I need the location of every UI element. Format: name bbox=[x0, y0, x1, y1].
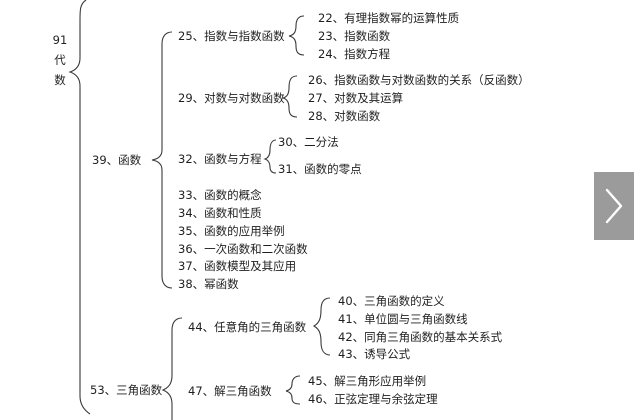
node-function-properties: 34、函数和性质 bbox=[178, 206, 262, 220]
node-function-zeros: 31、函数的零点 bbox=[278, 162, 362, 176]
node-trig-identities: 42、同角三角函数的基本关系式 bbox=[338, 330, 503, 344]
node-bisection: 30、二分法 bbox=[278, 135, 339, 149]
node-any-angle-trig: 44、任意角的三角函数 bbox=[188, 320, 307, 334]
node-exponential-function: 23、指数函数 bbox=[318, 29, 391, 43]
node-function-equation: 32、函数与方程 bbox=[178, 152, 262, 166]
node-log-operations: 27、对数及其运算 bbox=[308, 91, 404, 105]
root-char-1: 代 bbox=[54, 53, 66, 67]
node-linear-quadratic: 36、一次函数和二次函数 bbox=[178, 242, 308, 256]
node-power-function: 38、幂函数 bbox=[178, 277, 239, 291]
node-inverse-function: 26、指数函数与对数函数的关系（反函数） bbox=[308, 73, 530, 87]
node-function-models: 37、函数模型及其应用 bbox=[178, 259, 297, 273]
node-function-concept: 33、函数的概念 bbox=[178, 188, 262, 202]
node-trig-functions: 53、三角函数 bbox=[90, 383, 163, 397]
node-function-applications: 35、函数的应用举例 bbox=[178, 224, 285, 238]
node-exponential-equation: 24、指数方程 bbox=[318, 47, 391, 61]
node-exponent: 25、指数与指数函数 bbox=[178, 29, 285, 43]
node-reduction-formulas: 43、诱导公式 bbox=[338, 347, 411, 361]
node-functions: 39、函数 bbox=[92, 153, 142, 167]
node-unit-circle: 41、单位圆与三角函数线 bbox=[338, 312, 468, 326]
next-image-button[interactable] bbox=[594, 172, 634, 240]
node-logarithm: 29、对数与对数函数 bbox=[178, 91, 285, 105]
node-trig-definition: 40、三角函数的定义 bbox=[338, 294, 445, 308]
root-char-2: 数 bbox=[54, 73, 66, 87]
node-solve-triangle: 47、解三角函数 bbox=[188, 384, 272, 398]
chevron-right-icon bbox=[604, 187, 624, 225]
node-triangle-applications: 45、解三角形应用举例 bbox=[308, 374, 427, 388]
root-number: 91 bbox=[52, 33, 68, 47]
node-log-function: 28、对数函数 bbox=[308, 109, 381, 123]
root-node-algebra: 91 代 数 bbox=[52, 30, 68, 90]
node-rational-exponent: 22、有理指数幂的运算性质 bbox=[318, 11, 460, 25]
node-sine-cosine-law: 46、正弦定理与余弦定理 bbox=[308, 392, 438, 406]
